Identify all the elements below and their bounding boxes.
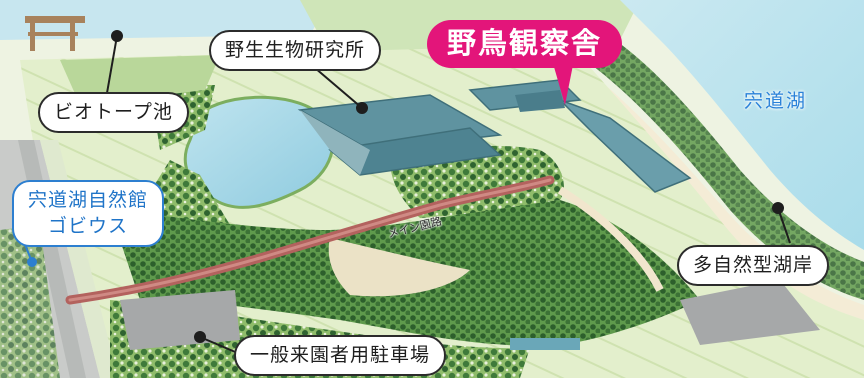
label-wildlife-research: 野生生物研究所 bbox=[209, 30, 382, 71]
biotope-pond bbox=[183, 95, 335, 209]
observatory-roof-b bbox=[559, 99, 692, 193]
label-lake: 宍道湖 bbox=[744, 90, 808, 112]
label-museum-line2: ゴビウス bbox=[48, 214, 129, 237]
open-lawn bbox=[328, 238, 470, 297]
label-biotope-pond: ビオトープ池 bbox=[38, 92, 189, 133]
main-path-highlight bbox=[68, 178, 552, 302]
label-parking: 一般来園者用駐車場 bbox=[234, 335, 447, 376]
left-edge-trees bbox=[0, 225, 60, 378]
label-bird-observatory: 野鳥観察舎 bbox=[427, 20, 623, 68]
gate-structure bbox=[25, 16, 85, 51]
parking-lot-main bbox=[120, 290, 240, 350]
research-roof-b bbox=[328, 127, 502, 176]
label-lakeshore: 多自然型湖岸 bbox=[677, 245, 830, 286]
observatory-tower bbox=[515, 90, 565, 112]
small-building bbox=[510, 338, 580, 350]
label-museum-line1: 宍道湖自然館 bbox=[28, 189, 149, 211]
lakeshore-vegetation bbox=[585, 30, 864, 300]
label-museum: 宍道湖自然館 ゴビウス bbox=[12, 180, 165, 248]
research-wall bbox=[300, 110, 370, 175]
parking-lot-east bbox=[680, 280, 820, 345]
side-path bbox=[557, 186, 664, 292]
leader-lines bbox=[106, 30, 791, 355]
lake bbox=[620, 0, 864, 250]
observatory-pointer bbox=[552, 60, 574, 105]
